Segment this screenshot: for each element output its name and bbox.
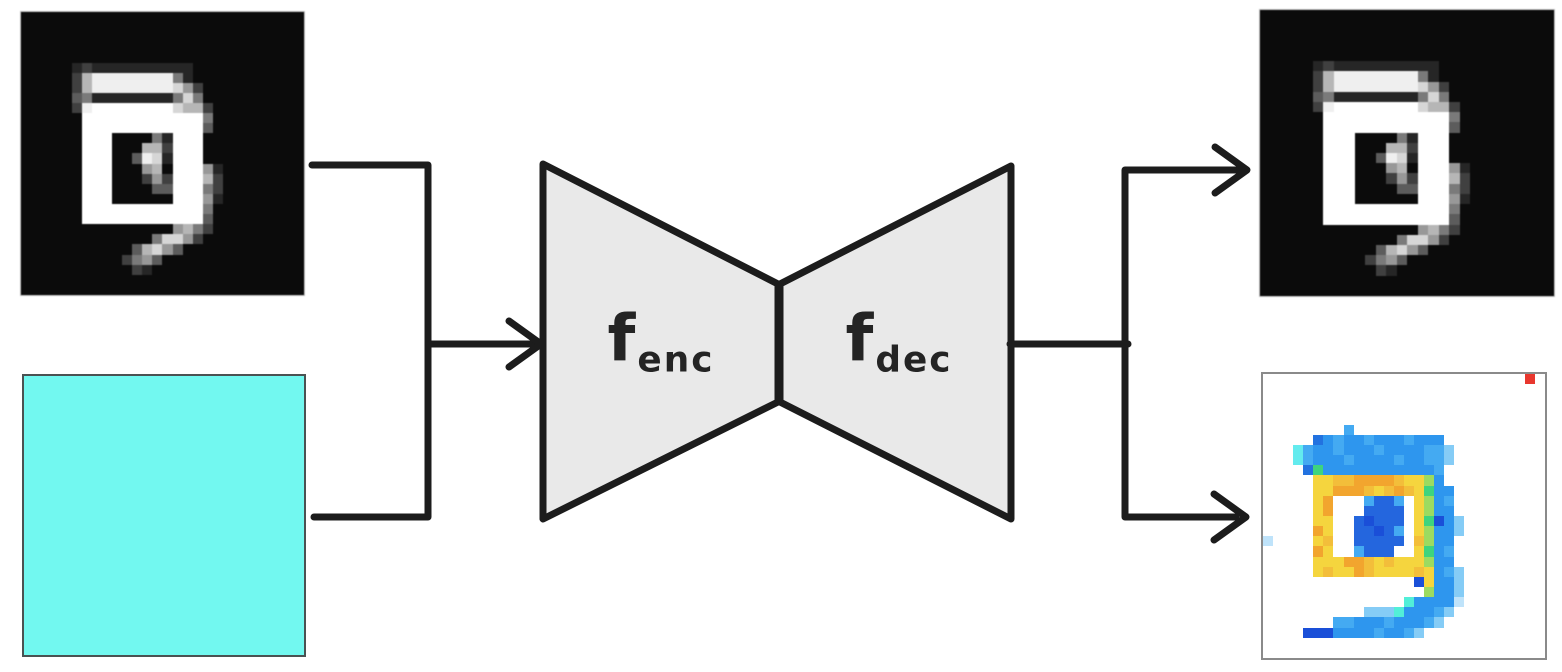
decoder-label-subscript: dec	[875, 339, 953, 381]
occluded-digit-input-image	[20, 11, 305, 296]
error-heatmap-output-panel	[1261, 372, 1547, 660]
heatmap-arrowhead-icon	[1210, 490, 1250, 544]
decoder-function-label: fdec	[845, 307, 952, 378]
reconstructed-digit-output-image	[1259, 9, 1555, 297]
input-arrowhead-icon	[505, 317, 545, 371]
encoder-label-base: f	[607, 302, 637, 377]
encoder-function-label: fenc	[608, 307, 715, 378]
input-merge-bracket	[308, 161, 432, 521]
decoder-label-base: f	[845, 302, 875, 377]
occlusion-mask-input-square	[22, 374, 306, 657]
reconstruction-arrowhead-icon	[1211, 143, 1251, 197]
encoder-label-subscript: enc	[637, 339, 715, 381]
output-split-bracket	[1121, 166, 1242, 521]
